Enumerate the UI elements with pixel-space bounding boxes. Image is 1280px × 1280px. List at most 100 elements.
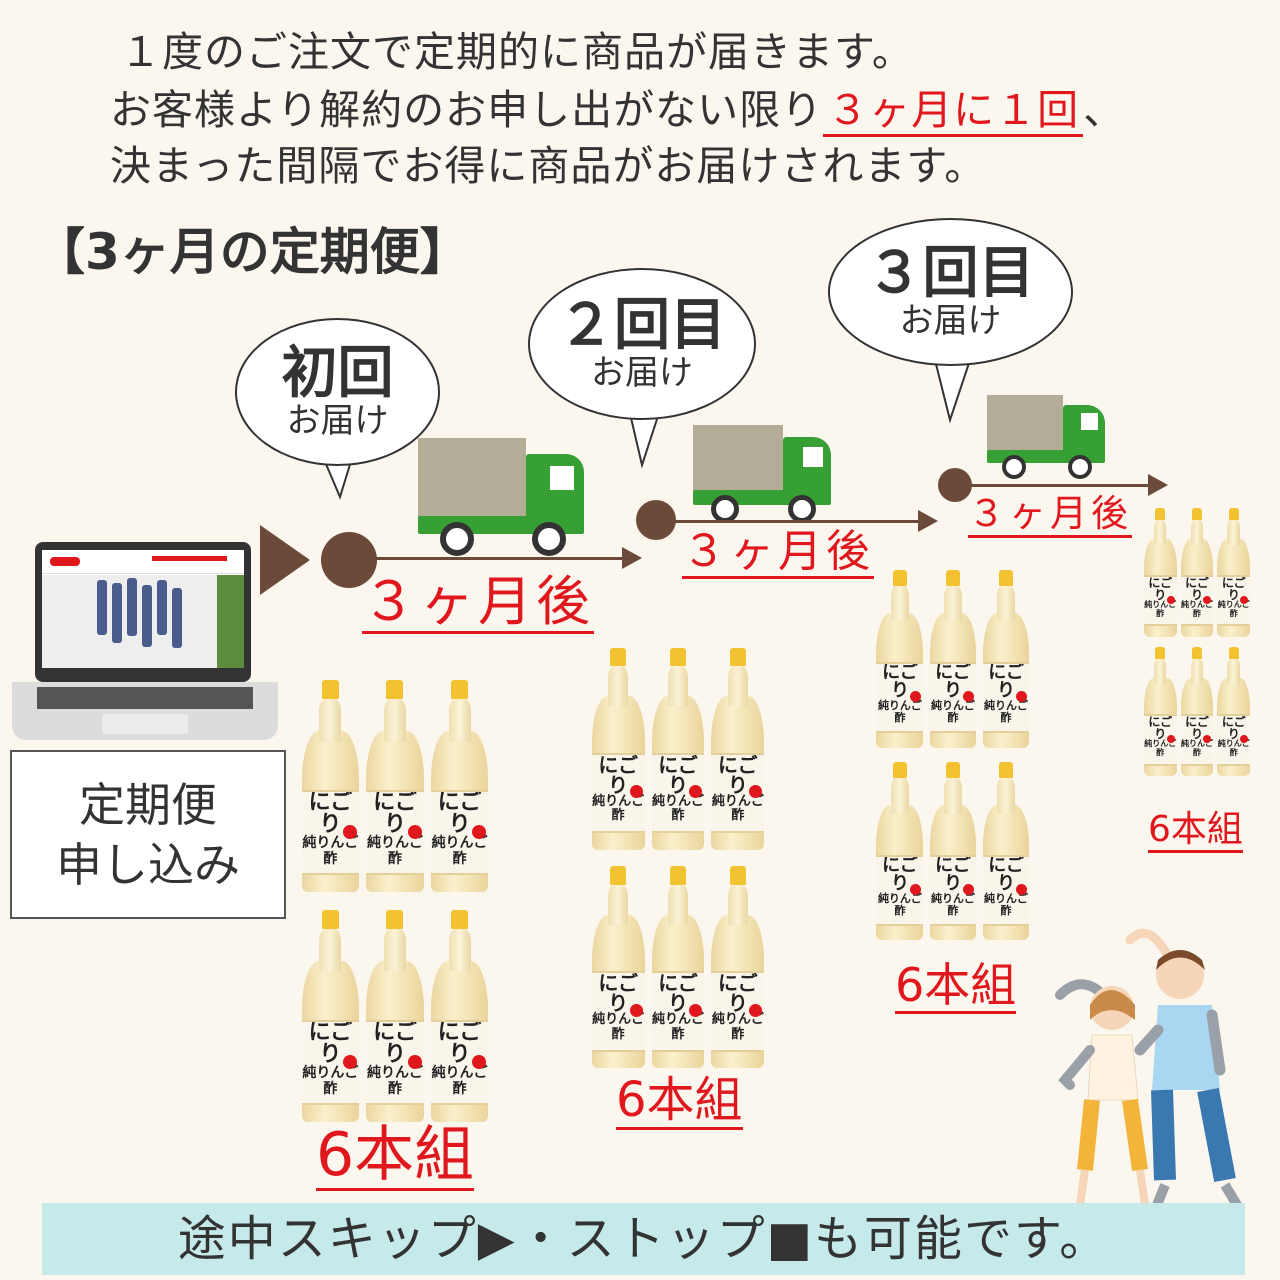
label-seal-icon: [407, 1054, 422, 1069]
bottle-cap: [729, 648, 746, 667]
label-line-1: にごり: [718, 752, 758, 797]
label-seal-icon: [749, 785, 763, 799]
laptop-screen: [42, 550, 244, 668]
bottle-cap: [729, 866, 746, 885]
label-line-1: にごり: [658, 971, 698, 1016]
label-line-2: 純りんご酢: [431, 835, 488, 867]
bubble-subtitle: お届け: [591, 352, 693, 393]
intro-line-2: お客様より解約のお申し出がない限り３ヶ月に１回、: [110, 76, 1126, 137]
set-label: 6本組: [616, 1072, 743, 1130]
label-line-2: 純りんご酢: [1180, 739, 1213, 758]
bottle-neck: [319, 699, 342, 742]
label-line-2: 純りんご酢: [711, 793, 764, 824]
label-line-2: 純りんご酢: [1217, 739, 1250, 758]
intro-punct: 、: [1083, 86, 1126, 134]
bottle-label: にごり純りんご酢: [711, 971, 765, 1052]
label-line-2: 純りんご酢: [366, 1065, 423, 1097]
timeline-line: [370, 557, 625, 560]
bottle-cap: [1192, 647, 1202, 659]
bottle-cap: [610, 866, 627, 885]
label-line-1: にごり: [598, 971, 638, 1016]
vinegar-bottle: にごり純りんご酢: [365, 680, 426, 893]
label-seal-icon: [689, 1003, 703, 1017]
bubble-third-delivery: ３回目 お届け: [828, 218, 1073, 366]
label-line-2: 純りんご酢: [651, 793, 704, 824]
bottle-neck: [944, 778, 962, 814]
label-line-2: 純りんご酢: [366, 835, 423, 867]
bottle-row: にごり純りんご酢にごり純りんご酢にごり純りんご酢: [1143, 508, 1251, 637]
bottle-row: にごり純りんご酢にごり純りんご酢にごり純りんご酢: [875, 570, 1031, 748]
bottle-neck: [384, 699, 406, 742]
signup-box[interactable]: 定期便 申し込み: [10, 750, 286, 919]
bottle-neck: [1227, 519, 1240, 546]
bottle-cap: [1155, 508, 1166, 520]
bottle-neck: [944, 585, 962, 622]
label-line-1: にごり: [598, 752, 638, 797]
label-seal-icon: [910, 691, 922, 703]
interval-label: ３ヶ月後: [968, 493, 1132, 538]
bottle-cap: [999, 570, 1014, 586]
vinegar-bottle: にごり純りんご酢: [429, 909, 490, 1122]
bottle-neck: [384, 928, 406, 972]
label-line-1: にごり: [1185, 715, 1209, 742]
bubble-title: ２回目: [558, 292, 726, 358]
label-line-1: にごり: [988, 854, 1024, 894]
vinegar-bottle: にごり純りんご酢: [928, 762, 978, 940]
intro-line-1: １度のご注文で定期的に商品が届きます。: [120, 28, 914, 76]
label-seal-icon: [1239, 595, 1248, 604]
label-line-2: 純りんご酢: [877, 699, 922, 725]
label-line-1: にごり: [1221, 715, 1246, 742]
vinegar-bottle: にごり純りんご酢: [710, 648, 766, 850]
label-seal-icon: [1016, 691, 1028, 703]
label-line-2: 純りんご酢: [711, 1012, 764, 1042]
vinegar-bottle: にごり純りんご酢: [1143, 508, 1178, 637]
bottle-cap: [610, 648, 627, 667]
bottle-label: にごり純りんご酢: [591, 752, 645, 834]
vinegar-bottle: にごり純りんご酢: [981, 762, 1031, 940]
label-line-1: にごり: [718, 971, 758, 1016]
label-line-1: にごり: [373, 1020, 417, 1068]
label-line-1: にごり: [882, 854, 918, 894]
bottle-label: にごり純りんご酢: [651, 752, 705, 834]
label-line-2: 純りんご酢: [1144, 599, 1177, 618]
bottle-label: にごり純りんご酢: [431, 1020, 489, 1106]
label-seal-icon: [1203, 595, 1212, 604]
label-line-1: にごり: [437, 1020, 482, 1068]
label-line-1: にごり: [658, 752, 698, 797]
bottle-neck: [667, 884, 689, 925]
bottle-set: にごり純りんご酢にごり純りんご酢にごり純りんご酢にごり純りんご酢にごり純りんご酢…: [1143, 508, 1251, 776]
bottle-set: にごり純りんご酢にごり純りんご酢にごり純りんご酢にごり純りんご酢にごり純りんご酢…: [875, 570, 1031, 940]
label-line-2: 純りんご酢: [930, 891, 975, 917]
bottle-cap: [451, 680, 469, 700]
bottle-neck: [448, 699, 471, 742]
bottle-cap: [321, 680, 339, 700]
bottle-cap: [1192, 508, 1202, 520]
label-seal-icon: [963, 883, 975, 895]
bottle-row: にごり純りんご酢にごり純りんご酢にごり純りんご酢: [590, 866, 766, 1068]
bottle-cap: [451, 909, 469, 929]
timeline-dot: [636, 500, 676, 540]
bottle-label: にごり純りんご酢: [366, 1020, 424, 1106]
label-line-1: にごり: [1148, 715, 1173, 742]
bottle-cap: [386, 909, 404, 929]
bottle-neck: [997, 585, 1016, 622]
vinegar-bottle: にごり純りんご酢: [1180, 647, 1215, 776]
label-seal-icon: [629, 1003, 643, 1017]
laptop-illustration: [12, 542, 278, 740]
timeline-line: [672, 520, 920, 523]
set-label: 6本組: [895, 958, 1017, 1014]
interval-label: ３ヶ月後: [682, 527, 874, 580]
label-seal-icon: [472, 1054, 487, 1069]
bottle-neck: [890, 778, 909, 814]
label-line-2: 純りんご酢: [651, 1012, 704, 1042]
vinegar-bottle: にごり純りんご酢: [875, 762, 925, 940]
vinegar-bottle: にごり純りんご酢: [1180, 508, 1215, 637]
bubble-title: ３回目: [866, 240, 1035, 306]
timeline-dot: [938, 468, 972, 502]
bottle-label: にごり純りんご酢: [876, 662, 924, 734]
bottle-neck: [997, 778, 1016, 814]
bottle-label: にごり純りんご酢: [1217, 574, 1250, 627]
arrow-right-icon: [1148, 474, 1168, 496]
label-line-2: 純りんご酢: [1217, 599, 1250, 618]
bottle-neck: [1190, 658, 1204, 685]
